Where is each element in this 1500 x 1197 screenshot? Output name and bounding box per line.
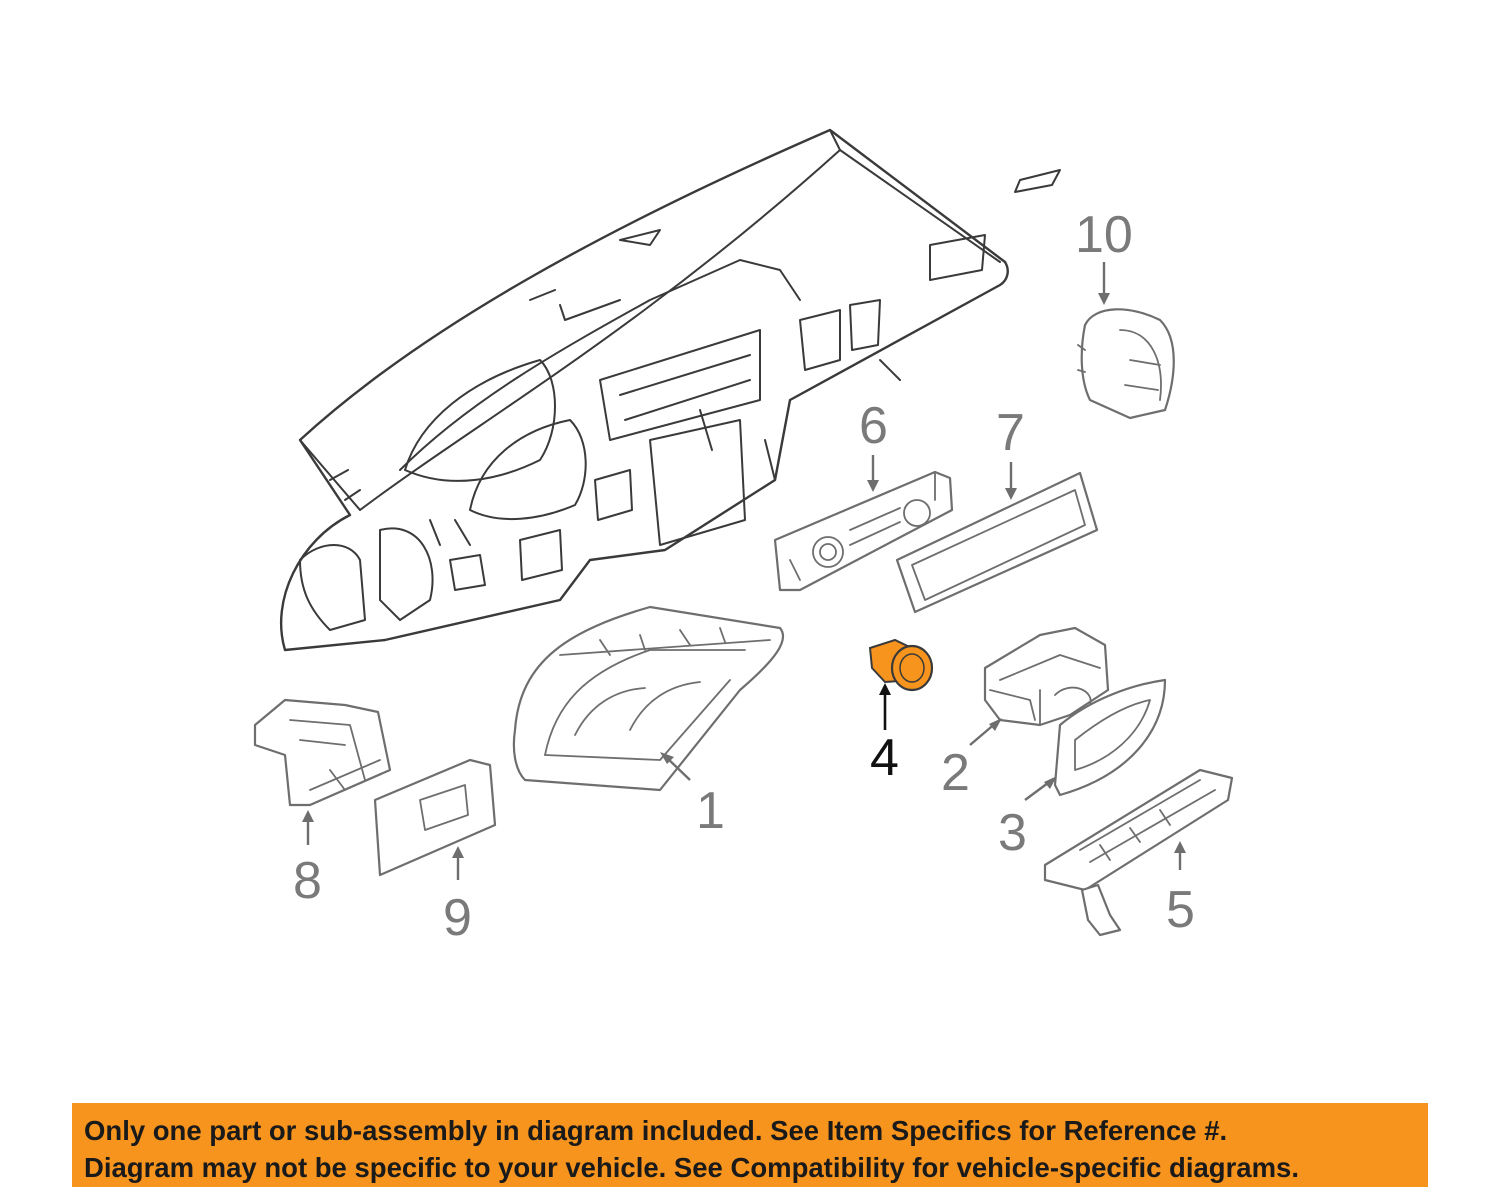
callout-8: 8: [293, 852, 322, 910]
part-7-display[interactable]: [895, 471, 1099, 614]
callout-4: 4: [870, 729, 899, 787]
parts-diagram: 1 2 3 4 5 6 7 8 9 10: [253, 128, 1234, 947]
callout-3: 3: [998, 804, 1027, 862]
part-9-trim-plate[interactable]: [373, 758, 497, 877]
callout-7: 7: [996, 404, 1025, 462]
part-10-module[interactable]: [1077, 308, 1175, 420]
dashboard-illustration: [280, 128, 1061, 652]
part-3-bezel[interactable]: [1053, 678, 1167, 797]
notice-banner: Only one part or sub-assembly in diagram…: [72, 1103, 1428, 1187]
part-1-instrument-cluster[interactable]: [512, 605, 785, 792]
part-6-climate-control[interactable]: [773, 470, 954, 592]
callout-9: 9: [443, 889, 472, 947]
callout-1: 1: [696, 782, 725, 840]
notice-line-1: Only one part or sub-assembly in diagram…: [84, 1115, 1228, 1146]
part-4-switch-highlighted[interactable]: [868, 638, 934, 692]
part-8-module[interactable]: [253, 698, 392, 807]
part-5-switch-panel[interactable]: [1043, 768, 1234, 937]
leader-lines: [302, 262, 1186, 880]
callout-5: 5: [1166, 881, 1195, 939]
callout-10: 10: [1075, 206, 1133, 264]
callout-labels: 1 2 3 4 5 6 7 8 9 10: [293, 206, 1195, 947]
callout-2: 2: [941, 744, 970, 802]
part-2-light-switch[interactable]: [983, 626, 1110, 727]
callout-6: 6: [859, 397, 888, 455]
notice-line-2: Diagram may not be specific to your vehi…: [84, 1152, 1299, 1183]
